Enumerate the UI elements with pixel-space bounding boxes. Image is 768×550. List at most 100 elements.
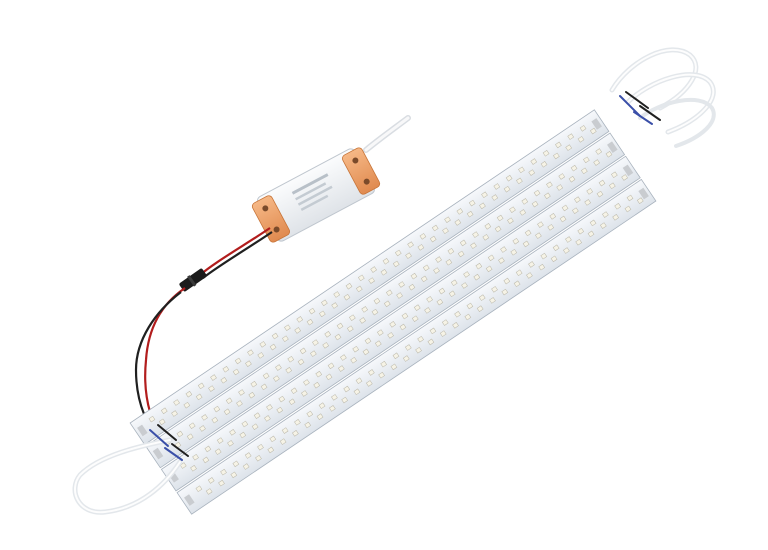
led-chip [364,337,372,345]
led-strip [160,155,641,492]
led-chip [352,345,360,353]
led-chip [340,354,347,361]
led-chip [368,369,375,376]
led-chip [214,448,222,455]
led-chip [510,248,518,256]
led-chip [586,188,594,195]
led-chip [202,456,210,464]
led-chip [378,371,385,379]
led-chip [563,247,570,254]
led-chip [448,290,456,298]
led-chip [238,389,245,396]
led-chip [306,410,314,418]
led-chip [626,194,634,202]
led-chip [385,289,393,297]
led-chip [225,397,233,405]
led-strip [176,178,657,515]
led-chip [220,377,228,384]
led-chip [485,265,493,273]
led-chip [444,216,451,223]
led-chip [349,314,356,321]
led-chip [220,468,227,476]
led-chip [482,234,490,241]
led-chip [213,405,221,413]
led-chip [556,184,564,191]
led-chip [417,244,425,251]
led-chip [496,214,504,222]
led-chip [368,277,375,284]
led-chip [445,259,453,266]
led-chip [476,305,484,312]
led-chip [346,325,354,332]
led-chip [419,233,427,240]
led-chip [183,401,191,409]
led-chip [318,402,326,409]
led-chip [452,322,459,329]
led-chip [481,191,488,199]
led-chip [338,365,345,372]
led-chip [439,330,447,337]
led-chip [275,364,282,371]
led-chip [248,391,256,399]
led-chip [333,291,341,298]
led-chip [282,335,289,343]
led-chip [487,254,495,262]
led-chip [605,151,613,158]
led-chip [325,373,333,381]
led-chip [242,463,250,470]
led-chip [294,327,302,334]
led-chip [509,206,516,213]
led-chip [547,224,555,231]
led-chip [230,471,238,479]
led-chip [407,241,414,248]
led-chip [357,274,365,282]
led-chip [327,362,335,370]
led-chip [186,433,194,441]
led-chip [552,244,560,252]
led-chip [306,318,314,326]
led-chip [537,221,544,228]
led-chip [273,375,280,382]
led-chip [441,319,449,326]
led-chip [201,414,208,421]
led-chip [292,430,299,437]
led-driver-box [251,147,381,243]
led-chip [247,349,254,356]
led-chip [205,488,213,495]
led-chip [223,408,231,416]
led-chip [392,260,400,268]
led-chip [192,453,199,461]
led-chip [331,394,338,401]
led-chip [179,462,187,469]
led-chip [540,252,548,260]
led-chip [433,267,440,274]
led-chip [266,404,273,411]
led-chip [190,464,197,472]
led-chip [624,205,632,213]
led-chip [478,294,486,301]
led-chip [503,185,511,193]
led-chip [315,370,323,378]
led-chip [204,445,212,453]
led-chip [442,227,449,235]
led-chip [371,308,379,316]
led-strip [145,132,626,469]
led-chip [505,174,513,182]
led-chip [285,367,293,374]
led-chip [512,237,520,245]
led-chip [345,282,353,290]
led-chip [574,196,581,203]
led-chip [195,485,203,493]
led-chip [572,207,579,214]
led-chip [370,266,377,273]
led-chip [427,338,435,346]
led-chip [207,477,215,484]
led-chip [324,331,332,338]
led-chip [373,297,381,305]
led-chip [188,422,196,429]
led-chip [222,366,230,373]
led-chip [411,315,419,322]
led-chip [611,171,618,179]
led-chip [567,133,575,140]
led-chip [595,148,603,155]
